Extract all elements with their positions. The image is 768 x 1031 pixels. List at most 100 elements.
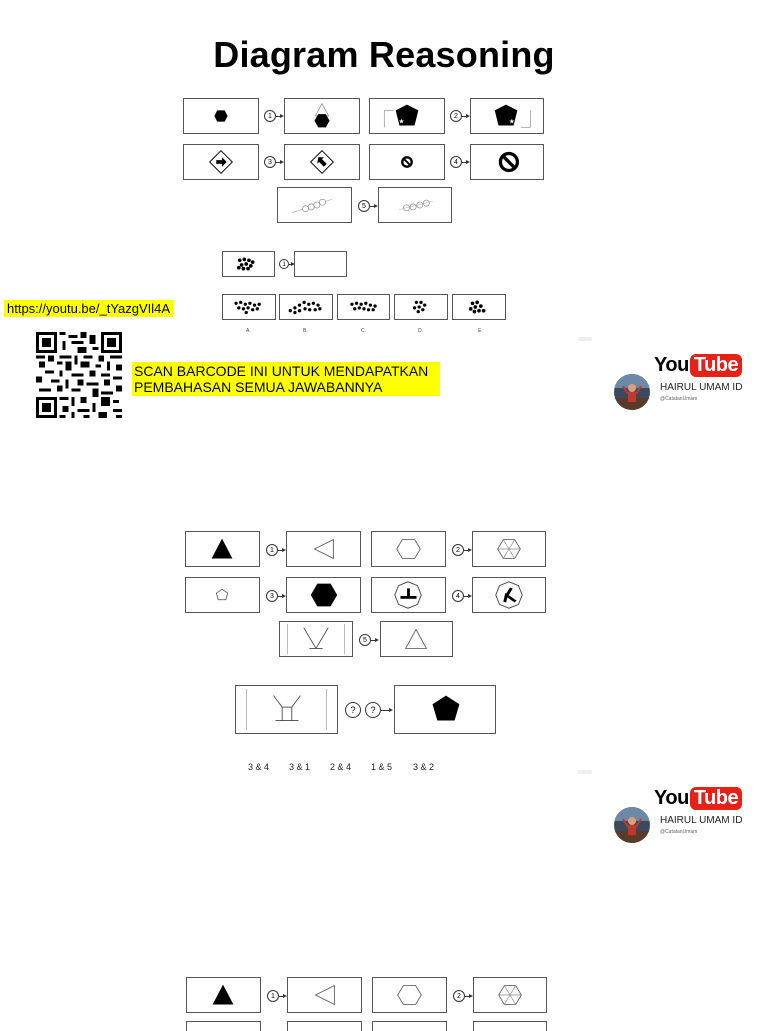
figure-box (371, 531, 446, 567)
arrow-diagonal-shape (317, 157, 327, 167)
figure-box (277, 187, 352, 223)
figure-box (372, 1021, 447, 1031)
option-b-box[interactable] (279, 294, 333, 320)
diamond-shape (309, 149, 335, 175)
option-label: B. (303, 328, 308, 334)
unknown-step: ? (345, 702, 361, 718)
channel-handle: @CatatanUmam (660, 829, 698, 835)
triangle-shape (212, 984, 234, 1005)
figure-box (378, 187, 452, 223)
avatar (614, 807, 650, 843)
figure-box (287, 1021, 362, 1031)
answer-option[interactable]: 3 & 1 (289, 762, 311, 772)
figure-box (183, 144, 259, 180)
triangle-outline-shape (404, 628, 428, 649)
arrow (276, 114, 284, 118)
step-number: 1 (266, 544, 278, 556)
figure-box (470, 144, 544, 180)
option-c-box[interactable] (337, 294, 390, 320)
step-number: 1 (267, 990, 279, 1002)
arrow (465, 994, 473, 998)
arrow (464, 594, 472, 598)
arrow (289, 262, 295, 266)
figure-box (372, 977, 447, 1013)
step-number: 3 (264, 156, 276, 168)
hexagon-outline-shape (396, 539, 421, 559)
arrow (462, 114, 470, 118)
answer-option[interactable]: 3 & 2 (413, 762, 435, 772)
step-number: 2 (450, 110, 462, 122)
figure-box (394, 685, 496, 734)
option-label: E. (478, 328, 483, 334)
figure-box (472, 577, 546, 613)
triangle-shape (211, 538, 233, 559)
qr-code-icon[interactable] (36, 332, 122, 418)
figure-box (380, 621, 453, 657)
triangle-outline-shape (314, 984, 335, 1006)
diamond-shape (208, 149, 234, 175)
page-title: Diagram Reasoning (213, 34, 555, 75)
channel-badge[interactable]: You Tube HAIRUL UMAM ID @CatatanUmam (614, 352, 754, 422)
option-d-box[interactable] (394, 294, 448, 320)
figure-box (472, 531, 546, 567)
channel-badge[interactable]: You Tube HAIRUL UMAM ID @CatatanUmam (614, 785, 754, 855)
pentagon-outline-shape (215, 588, 229, 601)
step-number: 2 (452, 544, 464, 556)
youtube-logo: You Tube (654, 352, 743, 378)
pentagon-shape (395, 104, 419, 126)
answer-option[interactable]: 2 & 4 (330, 762, 352, 772)
arrow (462, 160, 470, 164)
avatar (614, 374, 650, 410)
figure-box (279, 621, 353, 657)
figure-box (284, 98, 360, 134)
arrow-right-shape (216, 157, 227, 167)
figure-box: ★ (369, 98, 445, 134)
figure-box (287, 977, 362, 1013)
hexagon-shape (214, 110, 228, 122)
figure-box: ★ (470, 98, 544, 134)
hexagon-outline-shape (397, 985, 422, 1005)
option-e-box[interactable] (452, 294, 506, 320)
figure-box (369, 144, 445, 180)
figure-box (473, 1021, 547, 1031)
step-number: 5 (358, 200, 370, 212)
step-number: 2 (453, 990, 465, 1002)
heptagon-outline-shape (495, 581, 523, 609)
hexagon-shape (314, 114, 330, 128)
answer-box-empty (294, 251, 347, 277)
figure-box (185, 531, 260, 567)
option-a-box[interactable] (222, 294, 276, 320)
arrow (278, 548, 286, 552)
youtube-logo: You Tube (654, 785, 743, 811)
unknown-step: ? (365, 702, 381, 718)
triangle-outline-shape (313, 538, 334, 560)
arrow (279, 994, 287, 998)
figure-box (183, 98, 259, 134)
scan-instruction: SCAN BARCODE INI UNTUK MENDAPATKAN PEMBA… (132, 362, 440, 396)
channel-handle: @CatatanUmam (660, 396, 698, 402)
figure-box (286, 531, 361, 567)
no-sign-shape (401, 156, 413, 168)
option-label: A. (246, 328, 251, 334)
arrow (381, 708, 393, 712)
arrow (464, 548, 472, 552)
arrow (370, 204, 378, 208)
option-label: C. (361, 328, 366, 334)
svg-text:★: ★ (509, 118, 515, 126)
no-sign-shape (498, 151, 520, 173)
heptagon-outline-shape (394, 581, 422, 609)
figure-box (186, 977, 261, 1013)
question-box (222, 251, 275, 277)
divider (578, 770, 592, 774)
option-label: D. (418, 328, 423, 334)
video-link[interactable]: https://youtu.be/_tYazgVIl4A (4, 300, 174, 317)
pentagon-shape (432, 695, 460, 721)
channel-name: HAIRUL UMAM ID (660, 382, 743, 393)
svg-text:★: ★ (399, 118, 405, 126)
answer-option[interactable]: 3 & 4 (248, 762, 270, 772)
answer-option[interactable]: 1 & 5 (371, 762, 393, 772)
pentagon-shape (494, 104, 518, 126)
step-number: 4 (450, 156, 462, 168)
figure-box (185, 577, 260, 613)
figure-box (186, 1021, 261, 1031)
